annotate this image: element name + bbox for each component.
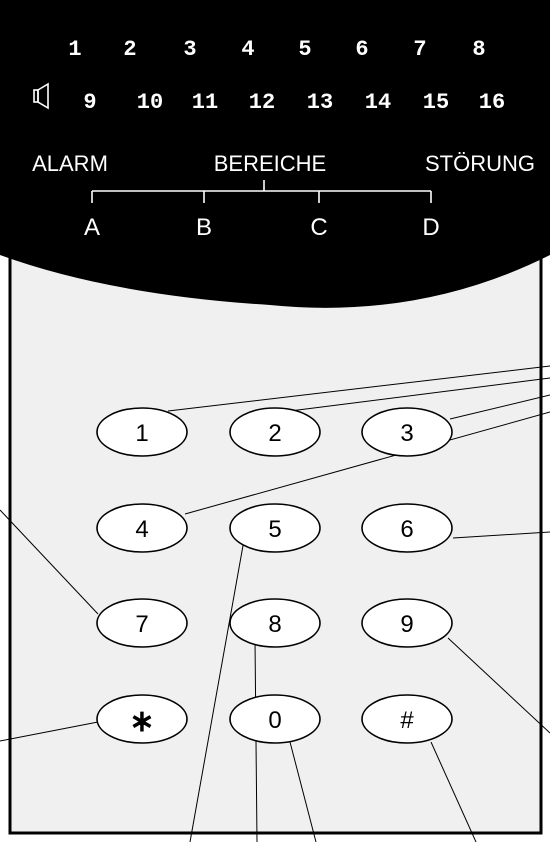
zone-1: 1 <box>68 37 81 62</box>
key-0-label: 0 <box>268 707 281 734</box>
zone-10: 10 <box>137 90 163 115</box>
fault-label: STÖRUNG <box>425 151 535 176</box>
areas-label: BEREICHE <box>214 151 326 176</box>
zone-3: 3 <box>183 37 196 62</box>
key-star[interactable]: ∗ <box>96 694 188 744</box>
key-1[interactable]: 1 <box>96 407 188 457</box>
zone-4: 4 <box>241 37 254 62</box>
key-hash-label: # <box>400 707 414 734</box>
zone-row-1: 1 2 3 4 5 6 7 8 <box>68 37 485 62</box>
key-2-label: 2 <box>268 420 281 447</box>
zone-row-2: 9 10 11 12 13 14 15 16 <box>83 90 505 115</box>
key-7[interactable]: 7 <box>96 598 188 648</box>
key-hash[interactable]: # <box>361 694 453 744</box>
key-3[interactable]: 3 <box>361 407 453 457</box>
key-5-label: 5 <box>268 516 281 543</box>
display-panel <box>0 0 550 308</box>
speaker-icon <box>33 82 49 110</box>
alarm-label: ALARM <box>32 151 108 176</box>
key-star-label: ∗ <box>129 705 154 738</box>
zone-7: 7 <box>413 37 426 62</box>
zone-9: 9 <box>83 90 96 115</box>
key-4-label: 4 <box>135 516 148 543</box>
zone-11: 11 <box>192 90 218 115</box>
zone-6: 6 <box>355 37 368 62</box>
zone-12: 12 <box>249 90 275 115</box>
key-9-label: 9 <box>400 611 413 638</box>
key-4[interactable]: 4 <box>96 503 188 553</box>
area-b: B <box>196 214 212 241</box>
key-7-label: 7 <box>135 611 148 638</box>
key-0[interactable]: 0 <box>229 694 321 744</box>
areas-bracket <box>91 180 432 203</box>
zone-16: 16 <box>479 90 505 115</box>
key-1-label: 1 <box>135 420 148 447</box>
zone-14: 14 <box>365 90 391 115</box>
zone-15: 15 <box>423 90 449 115</box>
key-8-label: 8 <box>268 611 281 638</box>
zone-13: 13 <box>307 90 333 115</box>
key-8[interactable]: 8 <box>229 598 321 648</box>
area-a: A <box>84 214 100 241</box>
key-6[interactable]: 6 <box>361 503 453 553</box>
zone-5: 5 <box>298 37 311 62</box>
key-9[interactable]: 9 <box>361 598 453 648</box>
zone-2: 2 <box>123 37 136 62</box>
area-d: D <box>422 214 439 241</box>
key-3-label: 3 <box>400 420 413 447</box>
keypad: 1 2 3 4 5 6 7 8 <box>96 407 453 744</box>
area-c: C <box>310 214 327 241</box>
key-6-label: 6 <box>400 516 413 543</box>
key-5[interactable]: 5 <box>229 503 321 553</box>
key-2[interactable]: 2 <box>229 407 321 457</box>
zone-8: 8 <box>472 37 485 62</box>
